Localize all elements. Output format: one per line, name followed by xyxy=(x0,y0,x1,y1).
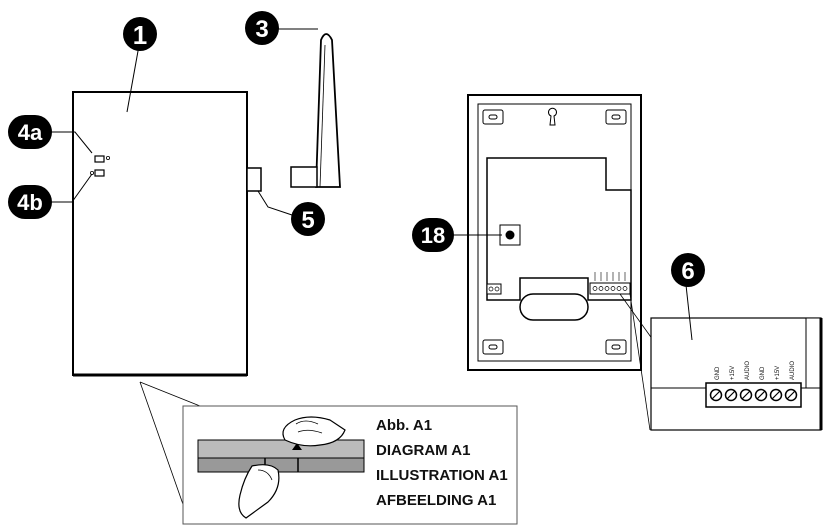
terminal-label: +15V xyxy=(775,366,781,380)
terminal-label: AUDIO xyxy=(790,361,796,380)
svg-text:6: 6 xyxy=(681,258,694,285)
callout-5: 5 xyxy=(291,202,325,236)
svg-text:18: 18 xyxy=(421,223,445,248)
terminal-label: GND xyxy=(760,366,766,380)
mounting-slot xyxy=(605,339,627,355)
device-edge xyxy=(197,439,365,459)
callout-6: 6 xyxy=(671,253,705,287)
terminal-screws-small xyxy=(592,286,628,291)
callout-4a: 4a xyxy=(8,115,52,149)
keyhole-icon xyxy=(548,107,557,126)
arrow-up-icon xyxy=(292,443,302,450)
terminal-detail: GND +15V AUDIO GND +15V AUDIO xyxy=(619,293,823,431)
mounting-slot xyxy=(482,339,504,355)
callout-18: 18 xyxy=(412,218,454,252)
caption-line: ILLUSTRATION A1 xyxy=(376,467,508,484)
terminal-label: +15V xyxy=(730,366,736,380)
callout-1: 1 xyxy=(123,17,157,51)
terminal-labels-small xyxy=(594,272,626,281)
svg-text:4b: 4b xyxy=(17,190,43,215)
antenna-connector xyxy=(246,167,262,192)
callout-3: 3 xyxy=(245,11,279,45)
mounting-slot xyxy=(482,109,504,125)
caption-line: Abb. A1 xyxy=(376,417,432,434)
led-indicator-4a xyxy=(94,155,111,163)
caption-line: DIAGRAM A1 xyxy=(376,442,470,459)
wall-bracket xyxy=(467,94,642,371)
main-unit xyxy=(72,91,262,377)
mounting-slot xyxy=(605,109,627,125)
detail-inset: Abb. A1 DIAGRAM A1 ILLUSTRATION A1 AFBEE… xyxy=(139,381,518,525)
hand-icon xyxy=(282,416,346,447)
svg-text:5: 5 xyxy=(301,207,314,234)
antenna xyxy=(290,33,341,188)
terminal-label: AUDIO xyxy=(745,361,751,380)
terminal-label: GND xyxy=(715,366,721,380)
finger-icon xyxy=(238,464,280,519)
terminal-block-small xyxy=(589,282,631,295)
callout-4b: 4b xyxy=(8,185,52,219)
caption-line: AFBEELDING A1 xyxy=(376,492,496,509)
terminal-screws xyxy=(709,388,798,402)
svg-text:1: 1 xyxy=(133,20,147,50)
svg-text:4a: 4a xyxy=(18,120,43,145)
svg-text:3: 3 xyxy=(255,16,268,43)
